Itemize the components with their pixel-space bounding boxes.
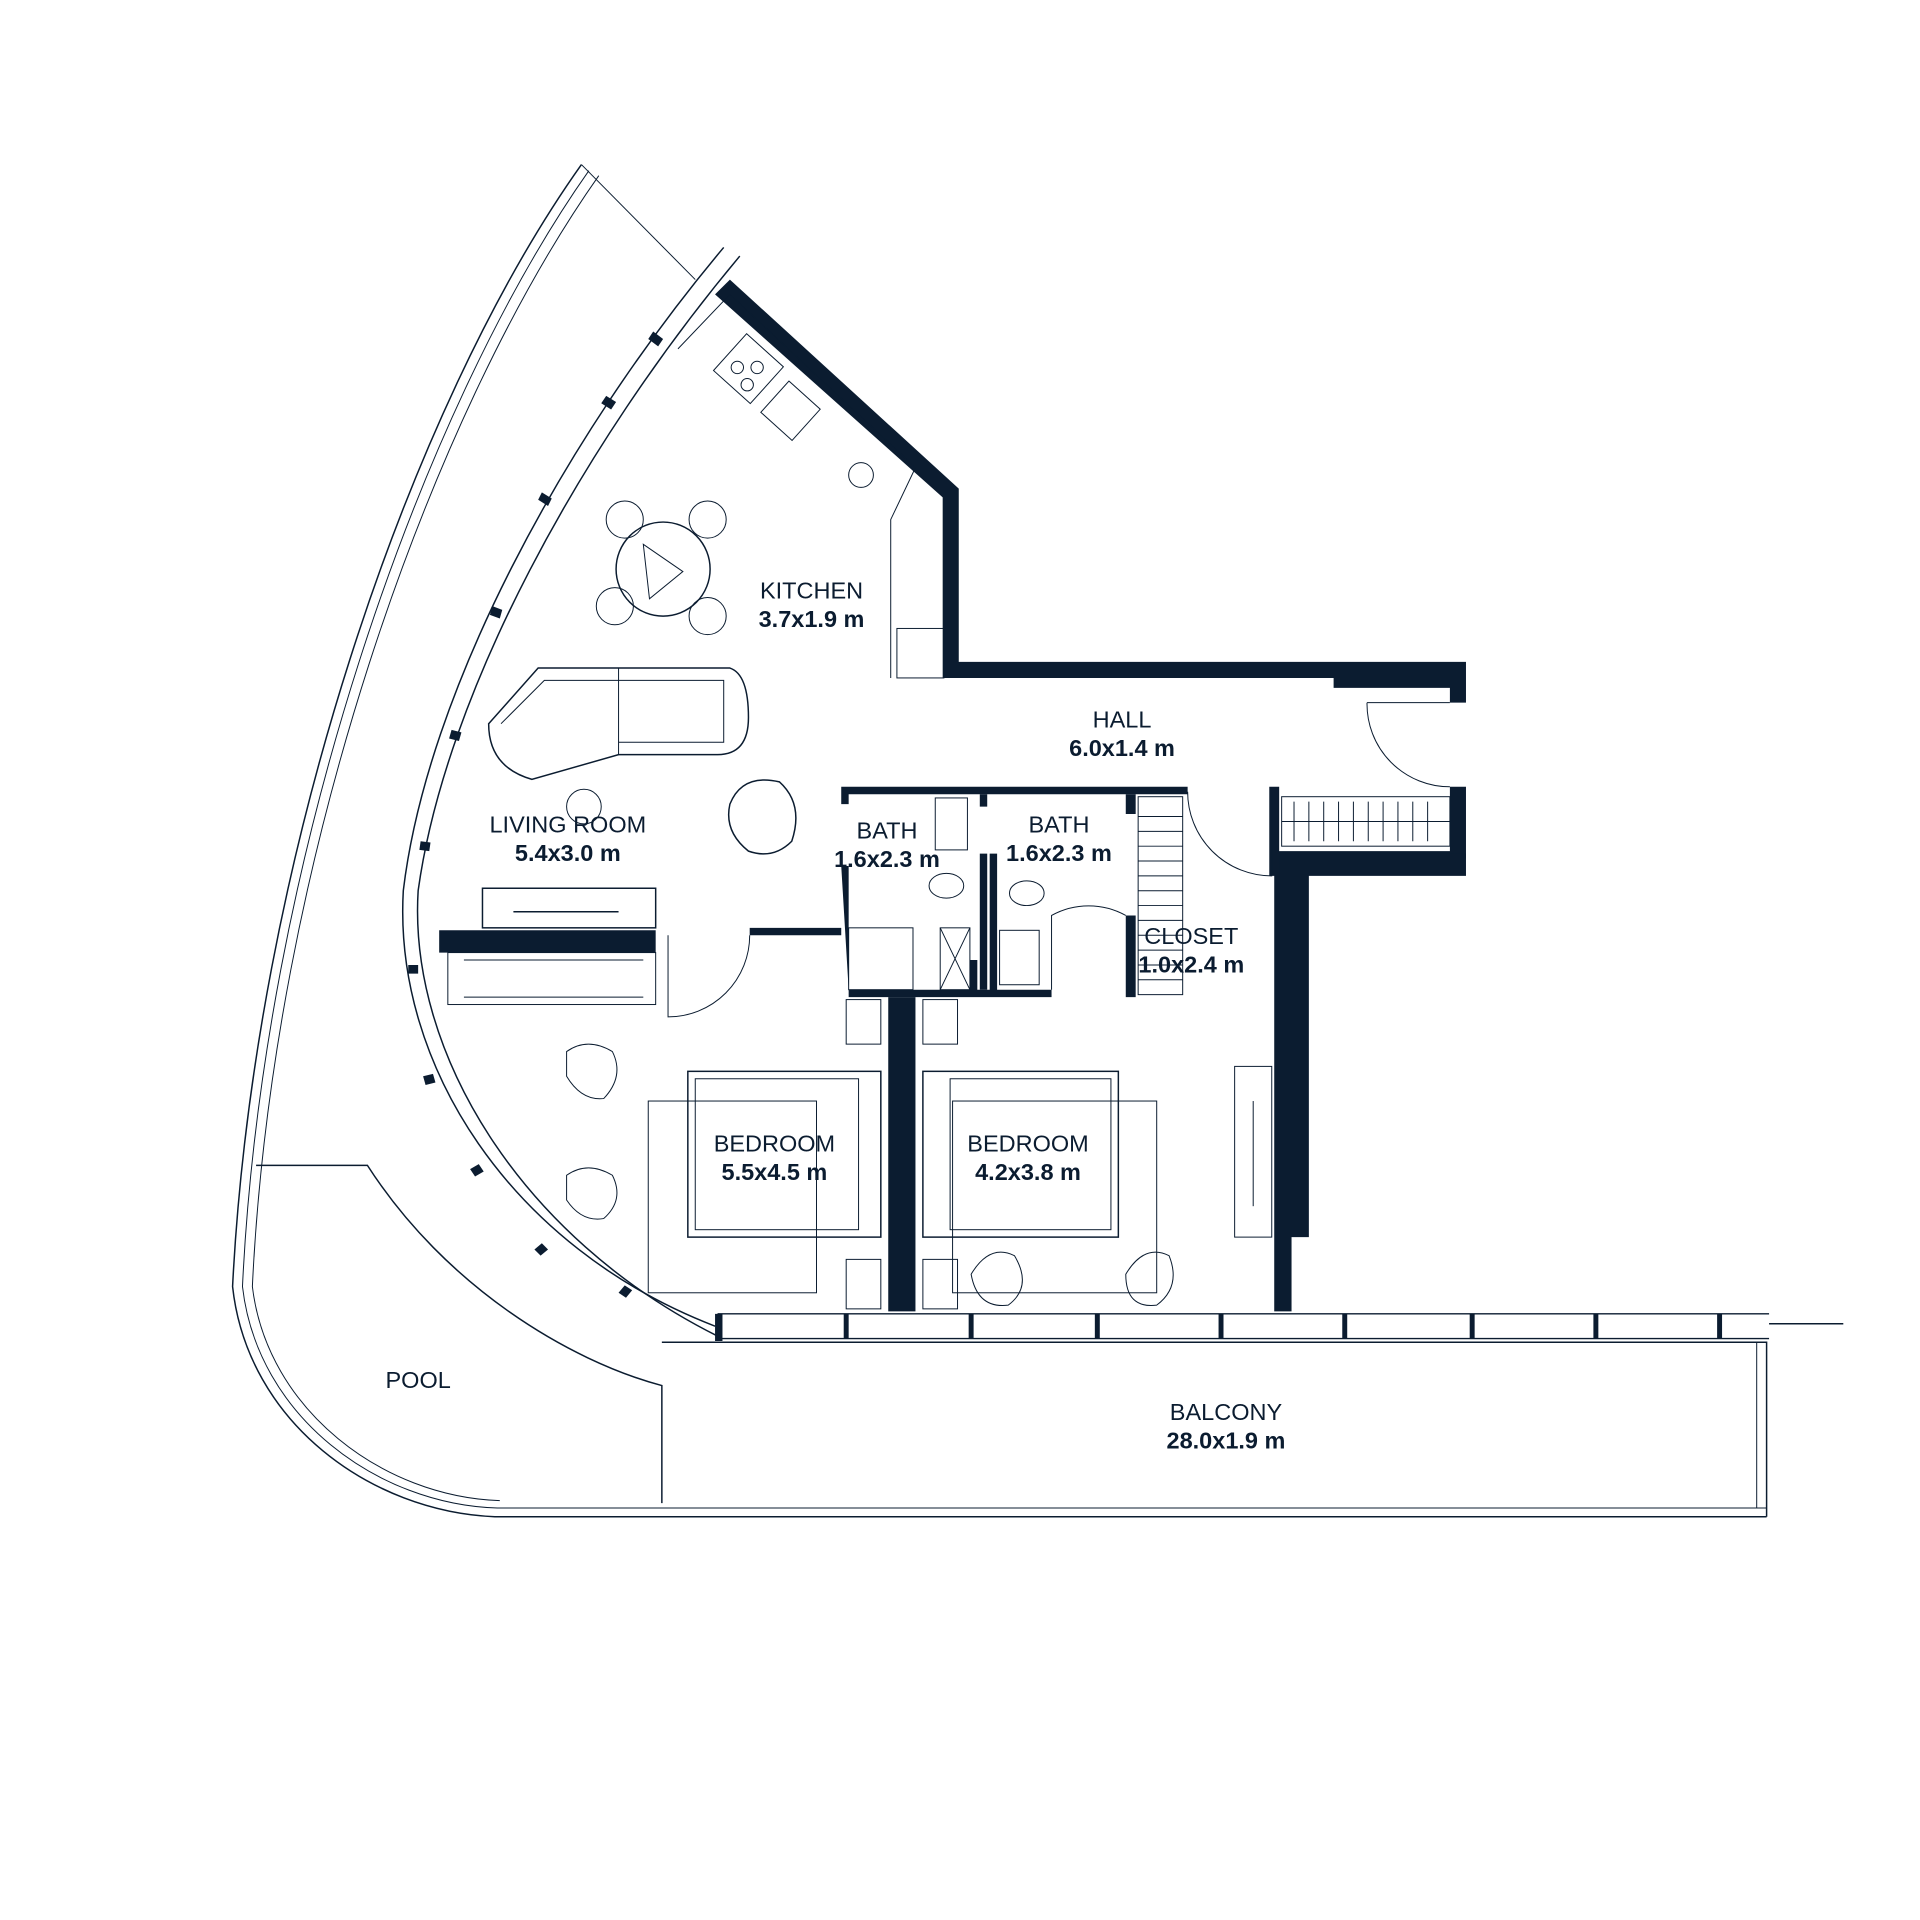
kitchen-counter — [677, 293, 945, 679]
room-name: HALL — [1093, 706, 1152, 732]
room-name: LIVING ROOM — [489, 812, 646, 838]
room-label-closet: CLOSET 1.0x2.4 m — [1138, 923, 1244, 977]
room-label-pool: POOL — [385, 1367, 450, 1393]
room-size: 1.6x2.3 m — [1006, 840, 1112, 866]
room-size: 3.7x1.9 m — [759, 606, 865, 632]
room-size: 5.5x4.5 m — [722, 1159, 828, 1185]
bath-fixtures — [848, 797, 1045, 991]
room-label-kitchen: KITCHEN 3.7x1.9 m — [759, 578, 865, 632]
round-stool — [566, 788, 602, 825]
room-label-bath-2: BATH 1.6x2.3 m — [1006, 812, 1112, 866]
room-name: BEDROOM — [967, 1131, 1088, 1157]
room-size: 1.6x2.3 m — [834, 846, 940, 872]
pool-area — [256, 1164, 663, 1504]
room-label-bedroom-2: BEDROOM 4.2x3.8 m — [967, 1131, 1088, 1185]
hall-shelving — [1281, 796, 1451, 847]
dining-table — [595, 500, 727, 636]
wardrobe — [447, 952, 657, 1006]
bedroom-chairs — [566, 1043, 1174, 1306]
room-name: BATH — [857, 818, 918, 844]
bedroom-wardrobe — [1234, 1065, 1273, 1238]
room-label-hall: HALL 6.0x1.4 m — [1069, 706, 1175, 760]
armchair — [727, 779, 797, 855]
closet-shelving — [1137, 796, 1184, 996]
room-size: 5.4x3.0 m — [515, 840, 621, 866]
room-size: 1.0x2.4 m — [1138, 951, 1244, 977]
tv-console — [481, 887, 657, 929]
room-name: CLOSET — [1144, 923, 1238, 949]
room-label-balcony: BALCONY 28.0x1.9 m — [1167, 1399, 1286, 1453]
room-label-living: LIVING ROOM 5.4x3.0 m — [489, 812, 646, 866]
glass-facade — [401, 246, 1844, 1342]
bed-2 — [922, 999, 1158, 1310]
balcony-area — [661, 1341, 1768, 1517]
room-label-bedroom-1: BEDROOM 5.5x4.5 m — [714, 1131, 835, 1185]
bed-1 — [647, 999, 882, 1310]
room-size: 6.0x1.4 m — [1069, 735, 1175, 761]
room-name: BEDROOM — [714, 1131, 835, 1157]
doors — [667, 702, 1450, 1018]
walls — [439, 279, 1466, 1312]
room-name: BATH — [1029, 812, 1090, 838]
room-label-bath-1: BATH 1.6x2.3 m — [834, 818, 940, 872]
terrace-outline — [231, 164, 1767, 1518]
room-name: KITCHEN — [760, 578, 863, 604]
sofa — [487, 667, 750, 781]
room-name: BALCONY — [1170, 1399, 1283, 1425]
room-size: 28.0x1.9 m — [1167, 1428, 1286, 1454]
room-size: 4.2x3.8 m — [975, 1159, 1081, 1185]
room-name: POOL — [385, 1367, 450, 1393]
